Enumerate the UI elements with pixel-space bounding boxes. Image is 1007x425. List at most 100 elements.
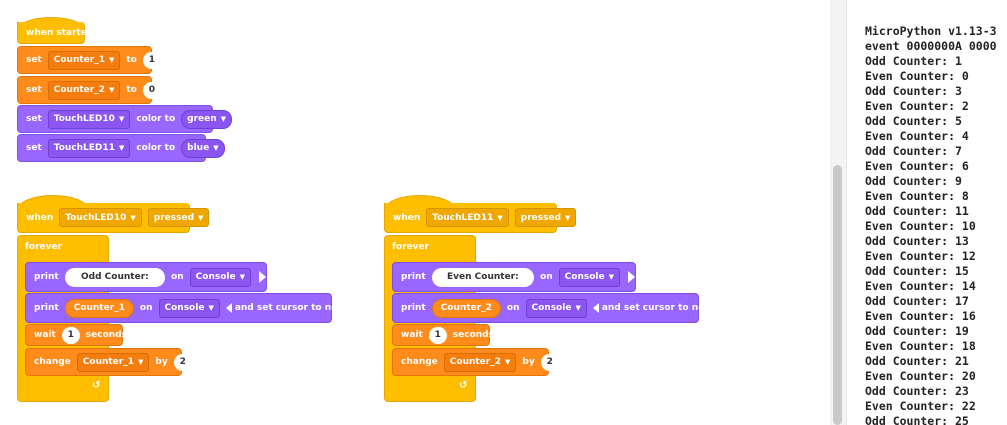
variable-dropdown[interactable]: Counter_1▼: [47, 50, 121, 70]
wait-label: wait: [34, 330, 56, 340]
chevron-down-icon: ▼: [108, 86, 115, 94]
device-dropdown[interactable]: TouchLED10▼: [47, 109, 131, 129]
when-led11-pressed-block[interactable]: when TouchLED11▼ pressed▼: [384, 203, 577, 233]
console-line: Odd Counter: 1: [865, 54, 962, 68]
collapse-arrow-icon[interactable]: [592, 303, 599, 313]
loop-arrow-icon: ↺: [92, 380, 101, 391]
next-row-label: and set cursor to next row: [234, 303, 370, 313]
console-line: Odd Counter: 15: [865, 264, 969, 278]
color-dropdown[interactable]: green▼: [181, 109, 233, 129]
wait-block[interactable]: wait 1 seconds: [25, 324, 127, 346]
counter1-reporter[interactable]: Counter_1: [64, 298, 134, 318]
console-line: Odd Counter: 3: [865, 84, 962, 98]
when-led10-pressed-block[interactable]: when TouchLED10▼ pressed▼: [17, 203, 210, 233]
console-line: Odd Counter: 23: [865, 384, 969, 398]
chevron-down-icon: ▼: [118, 115, 125, 123]
chevron-down-icon: ▼: [138, 358, 144, 366]
variable-dropdown[interactable]: Counter_2▼: [47, 80, 121, 100]
console-line: Even Counter: 4: [865, 129, 969, 143]
forever-header: forever: [17, 235, 107, 259]
device-dropdown[interactable]: TouchLED11▼: [47, 138, 131, 158]
event-dropdown[interactable]: pressed▼: [147, 208, 210, 227]
console-line: Even Counter: 8: [865, 189, 969, 203]
set-led10-color-block[interactable]: set TouchLED10▼ color to green▼: [17, 105, 233, 133]
when-started-block[interactable]: when started: [17, 22, 93, 44]
console-dropdown[interactable]: Console▼: [525, 298, 587, 318]
chevron-down-icon: ▼: [608, 273, 614, 281]
chevron-down-icon: ▼: [198, 213, 204, 222]
set-counter2-block[interactable]: set Counter_2▼ to 0: [17, 76, 161, 104]
console-line: Odd Counter: 11: [865, 204, 969, 218]
set-label: set: [26, 85, 42, 95]
expand-arrow-icon[interactable]: [628, 271, 635, 283]
variable-dropdown[interactable]: Counter_2▼: [443, 352, 517, 372]
console-dropdown[interactable]: Console▼: [158, 298, 220, 318]
when-label: when: [393, 212, 421, 223]
collapse-arrow-icon[interactable]: [225, 303, 232, 313]
print-even-block[interactable]: print Even Counter: on Console▼: [392, 262, 636, 292]
console-dropdown[interactable]: Console▼: [558, 267, 620, 287]
device-dropdown[interactable]: TouchLED11▼: [426, 208, 509, 227]
console-line: Odd Counter: 21: [865, 354, 969, 368]
seconds-label: seconds: [452, 330, 494, 340]
console-line: Odd Counter: 9: [865, 174, 962, 188]
color-to-label: color to: [136, 143, 176, 153]
loop-arrow-icon: ↺: [459, 380, 468, 391]
console-line: event 0000000A 0000: [865, 39, 997, 53]
change-counter1-block[interactable]: change Counter_1▼ by 2: [25, 348, 192, 376]
color-dropdown[interactable]: blue▼: [181, 138, 225, 158]
forever-header: forever: [384, 235, 474, 259]
counter2-reporter[interactable]: Counter_2: [431, 298, 501, 318]
set-label: set: [26, 114, 42, 124]
console-line: Even Counter: 18: [865, 339, 976, 353]
print-counter1-block[interactable]: print Counter_1 on Console▼ and set curs…: [25, 293, 369, 323]
print-label: print: [401, 272, 426, 282]
value-input[interactable]: 0: [142, 81, 161, 99]
print-text-input[interactable]: Odd Counter:: [64, 267, 166, 287]
step-input[interactable]: 2: [540, 353, 559, 371]
print-text-input[interactable]: Even Counter:: [431, 267, 535, 287]
set-counter1-block[interactable]: set Counter_1▼ to 1: [17, 46, 161, 74]
chevron-down-icon: ▼: [497, 213, 503, 222]
step-input[interactable]: 2: [173, 353, 192, 371]
forever-label: forever: [392, 242, 430, 252]
to-label: to: [126, 85, 137, 95]
chevron-down-icon: ▼: [220, 115, 227, 123]
event-dropdown[interactable]: pressed▼: [514, 208, 577, 227]
console-line: Odd Counter: 19: [865, 324, 969, 338]
set-led11-color-block[interactable]: set TouchLED11▼ color to blue▼: [17, 134, 225, 162]
forever-label: forever: [25, 242, 63, 252]
print-odd-block[interactable]: print Odd Counter: on Console▼: [25, 262, 267, 292]
by-label: by: [522, 357, 535, 367]
change-counter2-block[interactable]: change Counter_2▼ by 2: [392, 348, 559, 376]
console-line: Even Counter: 12: [865, 249, 976, 263]
print-counter2-block[interactable]: print Counter_2 on Console▼ and set curs…: [392, 293, 736, 323]
next-row-label: and set cursor to next row: [601, 303, 737, 313]
chevron-down-icon: ▼: [118, 144, 125, 152]
set-label: set: [26, 55, 42, 65]
seconds-label: seconds: [85, 330, 127, 340]
wait-seconds-input[interactable]: 1: [61, 326, 80, 344]
console-line: Even Counter: 20: [865, 369, 976, 383]
console-line: Odd Counter: 13: [865, 234, 969, 248]
code-workspace[interactable]: when started set Counter_1▼ to 1 set Cou…: [0, 0, 830, 425]
console-line: Even Counter: 22: [865, 399, 976, 413]
when-label: when: [26, 212, 54, 223]
console-dropdown[interactable]: Console▼: [189, 267, 251, 287]
color-to-label: color to: [136, 114, 176, 124]
wait-label: wait: [401, 330, 423, 340]
console-line: Even Counter: 0: [865, 69, 969, 83]
variable-dropdown[interactable]: Counter_1▼: [76, 352, 150, 372]
expand-arrow-icon[interactable]: [259, 271, 266, 283]
wait-seconds-input[interactable]: 1: [428, 326, 447, 344]
console-line: Even Counter: 10: [865, 219, 976, 233]
device-dropdown[interactable]: TouchLED10▼: [59, 208, 142, 227]
value-input[interactable]: 1: [142, 51, 161, 69]
chevron-down-icon: ▼: [505, 358, 511, 366]
print-label: print: [401, 303, 426, 313]
wait-block[interactable]: wait 1 seconds: [392, 324, 494, 346]
console-line: Even Counter: 16: [865, 309, 976, 323]
scrollbar-thumb[interactable]: [833, 165, 842, 425]
